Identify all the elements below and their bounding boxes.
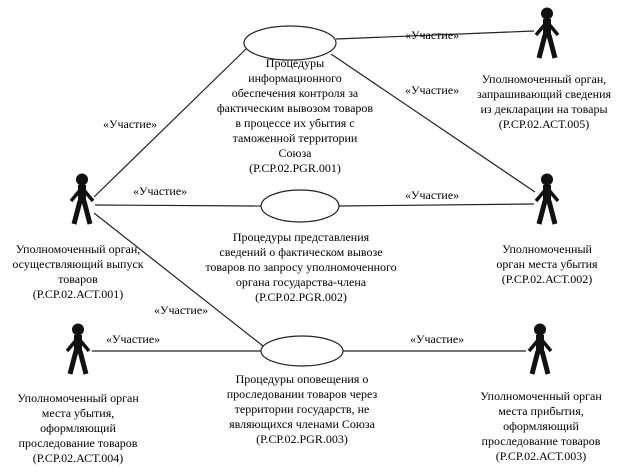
association-pgr002-act002 — [338, 203, 535, 207]
usecase-label-pgr003: Процедуры оповещения о проследовании тов… — [226, 372, 378, 446]
association-label-pgr002-act002: «Участие» — [405, 188, 460, 202]
association-label-act001-pgr001: «Участие» — [103, 117, 158, 131]
usecase-ellipse-pgr001 — [243, 25, 337, 61]
association-label-pgr003-act003: «Участие» — [410, 332, 465, 346]
association-label-pgr001-act005: «Участие» — [405, 28, 460, 42]
association-pgr001-act005 — [335, 30, 535, 40]
actor-label-act005: Уполномоченный орган, запрашивающий свед… — [476, 72, 612, 131]
actor-label-act003: Уполномоченный орган места прибытия, офо… — [480, 389, 602, 463]
actor-label-act002: Уполномоченный орган места убытия (Р.СР.… — [496, 242, 598, 286]
usecase-label-pgr002: Процедуры представления сведений о факти… — [205, 230, 397, 304]
association-act001-pgr003 — [93, 212, 264, 347]
association-pgr001-act002 — [330, 53, 536, 193]
association-label-pgr001-act002: «Участие» — [405, 83, 460, 97]
actor-label-act004: Уполномоченный орган места убытия, оформ… — [17, 391, 139, 465]
usecase-label-pgr001: Процедуры информационного обеспечения ко… — [216, 56, 374, 175]
actor-figure-act004 — [67, 324, 89, 375]
association-act001-pgr001 — [93, 48, 247, 198]
usecase-ellipse-pgr002 — [260, 189, 340, 223]
association-act001-pgr002 — [94, 204, 262, 207]
actor-figure-act005 — [536, 8, 558, 59]
actor-figure-act001 — [71, 174, 93, 225]
actor-figure-act002 — [536, 174, 558, 225]
actor-figure-act003 — [529, 324, 551, 375]
association-label-act001-pgr002: «Участие» — [133, 184, 188, 198]
usecase-ellipse-pgr003 — [260, 335, 344, 367]
association-label-act004-pgr003: «Участие» — [106, 332, 161, 346]
association-label-act001-pgr003: «Участие» — [154, 303, 209, 317]
actor-label-act001: Уполномоченный орган, осуществляющий вып… — [12, 242, 144, 301]
